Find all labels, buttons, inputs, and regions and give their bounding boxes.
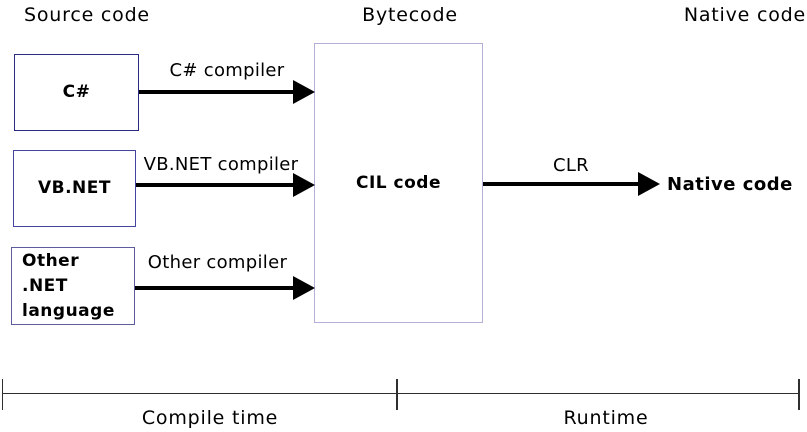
timeline-tick-middle: [396, 379, 398, 410]
vbnet-compiler-arrowhead-icon: [293, 173, 315, 197]
timeline-compile-time-label: Compile time: [141, 407, 279, 429]
clr-arrow-label: CLR: [552, 155, 589, 176]
box-cil-code-label: CIL code: [355, 172, 441, 193]
box-other-dotnet-language-label: Other .NET language: [22, 250, 115, 321]
box-csharp-label: C#: [62, 82, 91, 102]
timeline-runtime-label: Runtime: [563, 407, 649, 429]
csharp-compiler-arrow-line: [139, 90, 294, 94]
clr-arrowhead-icon: [638, 172, 660, 196]
vbnet-compiler-arrow-line: [136, 183, 294, 187]
timeline-axis-line: [2, 393, 799, 394]
other-compiler-arrow-line: [135, 286, 294, 290]
other-compiler-arrow-label: Other compiler: [147, 252, 288, 273]
box-vbnet-label: VB.NET: [37, 178, 111, 198]
vbnet-compiler-arrow-label: VB.NET compiler: [143, 154, 299, 175]
box-cil-code: CIL code: [314, 43, 483, 323]
box-csharp: C#: [14, 54, 139, 131]
header-bytecode: Bytecode: [362, 4, 458, 26]
other-compiler-arrowhead-icon: [293, 276, 315, 300]
csharp-compiler-arrowhead-icon: [293, 80, 315, 104]
native-code-result-label: Native code: [667, 174, 793, 195]
header-source-code: Source code: [24, 4, 150, 26]
header-native-code: Native code: [683, 4, 806, 26]
timeline-tick-left: [2, 379, 3, 410]
csharp-compiler-arrow-label: C# compiler: [169, 60, 285, 81]
box-other-dotnet-language: Other .NET language: [11, 247, 135, 325]
clr-arrow-line: [483, 182, 639, 186]
box-vbnet: VB.NET: [13, 150, 136, 227]
timeline-tick-right: [798, 379, 800, 410]
